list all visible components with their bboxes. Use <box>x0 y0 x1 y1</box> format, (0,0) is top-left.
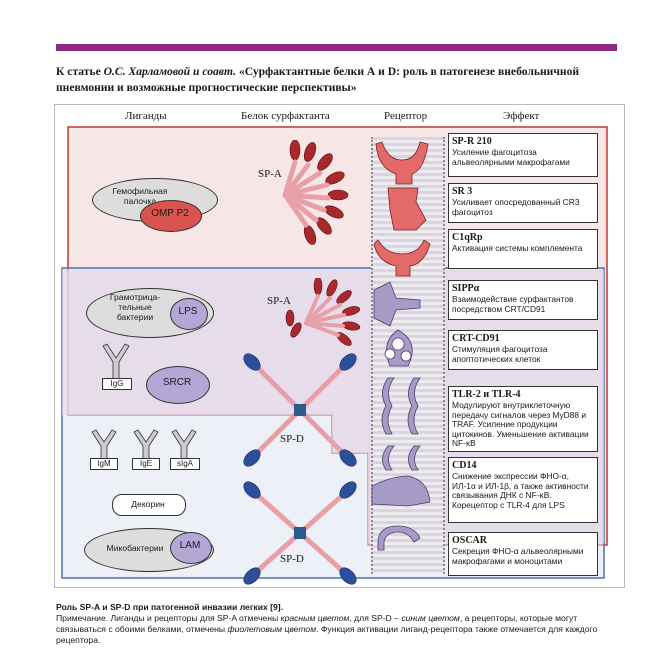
header-protein: Белок сурфактанта <box>241 110 330 122</box>
sp-a-protein-mid <box>285 278 361 346</box>
omp-label: OMP P2 <box>151 208 189 219</box>
effect-sippa: SIPPα Взаимодействие сурфактантов посред… <box>448 280 598 320</box>
figure-caption: Роль SP-A и SP-D при патогенной инвазии … <box>56 602 626 646</box>
effect-oscar: OSCAR Секреция ФНО-α альвеолярными макро… <box>448 532 598 576</box>
sp-d-label-bottom: SP-D <box>280 553 304 565</box>
effect-sp-r210: SP-R 210 Усиление фагоцитоза альвеолярны… <box>448 133 598 177</box>
decorin-label: Декорин <box>131 499 165 509</box>
myco-label: Микобактерии <box>106 543 164 553</box>
ige-antibody <box>133 429 159 465</box>
igm-label: IgM <box>90 458 118 470</box>
receptor-crt-cd91 <box>384 329 413 367</box>
lps-shape <box>170 298 208 330</box>
siga-antibody <box>171 429 197 465</box>
caption-heading: Роль SP-A и SP-D при патогенной инвазии … <box>56 602 284 612</box>
receptor-tlr <box>381 377 421 471</box>
hemophilus-label: Гемофильная палочка <box>112 186 168 206</box>
lam-label: LAM <box>179 540 201 551</box>
sp-d-protein-bottom <box>243 481 357 585</box>
receptor-shapes <box>371 141 431 551</box>
gramneg-label: Грамотрица-тельные бактерии <box>109 292 161 322</box>
effect-c1qrp: C1qRp Активация системы комплемента <box>448 229 598 269</box>
srcr-shape <box>146 366 210 404</box>
srcr-label: SRCR <box>162 377 192 388</box>
effect-crt-cd91: CRT-CD91 Стимуляция фагоцитоза апоптотич… <box>448 330 598 370</box>
sp-a-label-mid: SP-A <box>267 295 291 307</box>
ige-label: IgE <box>132 458 160 470</box>
header-receptor: Рецептор <box>384 110 428 122</box>
receptor-oscar <box>377 525 421 551</box>
lam-shape <box>170 532 212 564</box>
caption-note: Примечание. Лиганды и рецепторы для SP-A… <box>56 613 598 645</box>
effect-tlr: TLR-2 и TLR-4 Модулируют внутриклеточную… <box>448 386 598 452</box>
igg-label: IgG <box>102 378 132 390</box>
igm-antibody <box>91 429 117 465</box>
receptor-sp-r210 <box>375 141 429 185</box>
sp-a-label-top: SP-A <box>258 168 282 180</box>
effect-cd14: CD14 Снижение экспрессии ФНО-α, ИЛ-1α и … <box>448 457 598 523</box>
sp-a-protein-top <box>282 140 349 245</box>
article-title: К статье О.С. Харламовой и соавт. «Сурфа… <box>56 65 580 94</box>
igg-antibody <box>102 343 130 383</box>
header-ligands: Лиганды <box>125 110 167 122</box>
receptor-c1qrp <box>373 239 431 277</box>
sp-d-protein-top <box>243 353 357 467</box>
effect-sr3: SR 3 Усиливает опосредованный СR3 фагоци… <box>448 183 598 223</box>
siga-label: sIgA <box>170 458 200 470</box>
top-accent-bar <box>56 44 617 51</box>
receptor-cd14 <box>371 475 431 507</box>
decorin-shape <box>112 494 186 516</box>
omp-shape <box>140 200 202 232</box>
header-effect: Эффект <box>503 110 540 122</box>
receptor-sr3 <box>387 187 427 231</box>
lps-label: LPS <box>178 306 198 317</box>
receptor-sippa <box>373 281 421 327</box>
sp-d-label-top: SP-D <box>280 433 304 445</box>
